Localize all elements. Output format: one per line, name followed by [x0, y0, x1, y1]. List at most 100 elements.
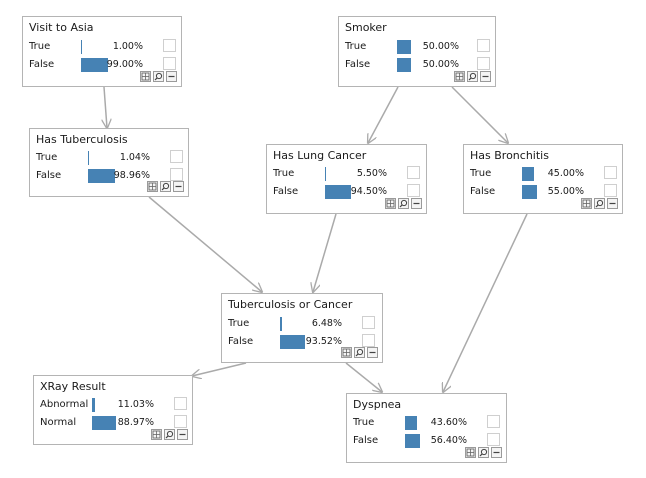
- evidence-checkbox[interactable]: [477, 57, 490, 70]
- evidence-checkbox[interactable]: [163, 39, 176, 52]
- state-label: False: [29, 59, 55, 70]
- edge-smoker-to-has-bronchitis: [451, 86, 508, 143]
- probability-bar-track: [280, 335, 338, 349]
- probability-value: 56.40%: [430, 435, 467, 446]
- probability-bar: [88, 169, 115, 183]
- table-view-icon[interactable]: [581, 198, 592, 209]
- node-toolbar: [465, 447, 502, 459]
- state-label: False: [345, 59, 371, 70]
- collapse-icon[interactable]: [166, 71, 177, 82]
- probability-bar-track: [325, 185, 383, 199]
- probability-bar-track: [81, 40, 139, 54]
- evidence-checkbox[interactable]: [163, 57, 176, 70]
- table-view-icon[interactable]: [151, 429, 162, 440]
- collapse-icon[interactable]: [173, 181, 184, 192]
- probability-value: 6.48%: [311, 318, 342, 329]
- table-view-icon[interactable]: [140, 71, 151, 82]
- state-label: False: [273, 186, 299, 197]
- state-label: False: [353, 435, 379, 446]
- evidence-checkbox[interactable]: [487, 415, 500, 428]
- table-view-icon[interactable]: [147, 181, 158, 192]
- edge-smoker-to-has-lung-cancer: [368, 86, 399, 143]
- zoom-icon[interactable]: [467, 71, 478, 82]
- collapse-icon[interactable]: [411, 198, 422, 209]
- probability-value: 88.97%: [117, 417, 154, 428]
- probability-value: 50.00%: [422, 41, 459, 52]
- collapse-icon[interactable]: [177, 429, 188, 440]
- zoom-icon[interactable]: [354, 347, 365, 358]
- evidence-checkbox[interactable]: [407, 166, 420, 179]
- node-toolbar: [581, 198, 618, 210]
- zoom-icon[interactable]: [398, 198, 409, 209]
- edge-tuberculosis-or-cancer-to-dyspnea: [345, 362, 382, 392]
- zoom-icon[interactable]: [164, 429, 175, 440]
- probability-bar: [522, 185, 537, 199]
- state-row-true: True 50.00%: [339, 39, 495, 55]
- evidence-checkbox[interactable]: [362, 334, 375, 347]
- collapse-icon[interactable]: [367, 347, 378, 358]
- state-label: True: [36, 152, 58, 163]
- evidence-checkbox[interactable]: [170, 150, 183, 163]
- table-view-icon[interactable]: [454, 71, 465, 82]
- evidence-checkbox[interactable]: [604, 166, 617, 179]
- node-title: XRay Result: [40, 380, 106, 393]
- table-view-icon[interactable]: [385, 198, 396, 209]
- table-view-icon[interactable]: [465, 447, 476, 458]
- collapse-icon[interactable]: [480, 71, 491, 82]
- table-view-icon[interactable]: [341, 347, 352, 358]
- evidence-checkbox[interactable]: [604, 184, 617, 197]
- probability-bar: [81, 58, 108, 72]
- node-title: Has Bronchitis: [470, 149, 549, 162]
- collapse-icon[interactable]: [491, 447, 502, 458]
- node-title: Has Lung Cancer: [273, 149, 367, 162]
- edge-has-bronchitis-to-dyspnea: [443, 213, 528, 392]
- state-label: False: [36, 170, 62, 181]
- state-label: True: [345, 41, 367, 52]
- probability-value: 11.03%: [117, 399, 154, 410]
- probability-bar: [325, 185, 351, 199]
- probability-value: 94.50%: [350, 186, 387, 197]
- state-label: True: [470, 168, 492, 179]
- probability-value: 98.96%: [113, 170, 150, 181]
- probability-value: 50.00%: [422, 59, 459, 70]
- evidence-checkbox[interactable]: [407, 184, 420, 197]
- probability-bar: [81, 40, 82, 54]
- edge-tuberculosis-or-cancer-to-xray-result: [192, 362, 247, 376]
- zoom-icon[interactable]: [594, 198, 605, 209]
- collapse-icon[interactable]: [607, 198, 618, 209]
- probability-bar: [522, 167, 534, 181]
- probability-bar: [92, 398, 95, 412]
- state-row-false: False 56.40%: [347, 433, 506, 449]
- state-label: Abnormal: [40, 399, 89, 410]
- evidence-checkbox[interactable]: [174, 397, 187, 410]
- probability-value: 93.52%: [305, 336, 342, 347]
- zoom-icon[interactable]: [160, 181, 171, 192]
- probability-bar: [280, 317, 282, 331]
- evidence-checkbox[interactable]: [487, 433, 500, 446]
- probability-bar-track: [92, 398, 150, 412]
- zoom-icon[interactable]: [153, 71, 164, 82]
- evidence-checkbox[interactable]: [477, 39, 490, 52]
- evidence-checkbox[interactable]: [170, 168, 183, 181]
- evidence-checkbox[interactable]: [362, 316, 375, 329]
- probability-bar: [405, 434, 420, 448]
- probability-value: 1.00%: [112, 41, 143, 52]
- state-label: True: [228, 318, 250, 329]
- evidence-checkbox[interactable]: [174, 415, 187, 428]
- state-label: False: [228, 336, 254, 347]
- state-row-false: False 98.96%: [30, 168, 188, 184]
- probability-bar: [397, 40, 411, 54]
- zoom-icon[interactable]: [478, 447, 489, 458]
- node-title: Has Tuberculosis: [36, 133, 128, 146]
